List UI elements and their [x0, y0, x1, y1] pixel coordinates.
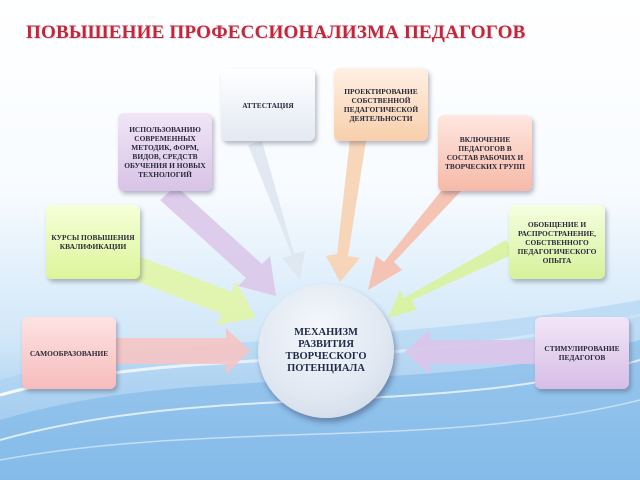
box-attestation: АТТЕСТАЦИЯ	[221, 69, 315, 141]
center-circle: МЕХАНИЗМ РАЗВИТИЯ ТВОРЧЕСКОГО ПОТЕНЦИАЛА	[258, 284, 394, 418]
box-courses: КУРСЫ ПОВЫШЕНИЯ КВАЛИФИКАЦИИ	[46, 205, 140, 279]
arrow-self-education	[116, 328, 250, 374]
arrow-methods	[160, 186, 276, 296]
page-title: ПОВЫШЕНИЕ ПРОФЕССИОНАЛИЗМА ПЕДАГОГОВ	[26, 22, 526, 43]
box-sharing: ОБОБЩЕНИЕ И РАСПРОСТРАНЕНИЕ, СОБСТВЕННОГ…	[509, 205, 605, 279]
box-methods: ИСПОЛЬЗОВАНИЮ СОВРЕМЕННЫХ МЕТОДИК, ФОРМ,…	[118, 113, 212, 191]
box-working-groups: ВКЛЮЧЕНИЕ ПЕДАГОГОВ В СОСТАВ РАБОЧИХ И Т…	[438, 115, 532, 191]
arrow-courses	[128, 255, 256, 325]
arrow-design	[326, 139, 366, 282]
box-stimulation: СТИМУЛИРОВАНИЕ ПЕДАГОГОВ	[535, 317, 629, 389]
arrows	[116, 139, 535, 374]
arrow-sharing	[388, 240, 514, 318]
arrow-stimulation	[404, 330, 535, 374]
box-design: ПРОЕКТИРОВАНИЕ СОБСТВЕННОЙ ПЕДАГОГИЧЕСКО…	[334, 68, 428, 141]
arrow-groups	[368, 180, 462, 290]
box-self-education: САМООБРАЗОВАНИЕ	[22, 317, 116, 389]
arrow-attestation	[248, 141, 305, 280]
